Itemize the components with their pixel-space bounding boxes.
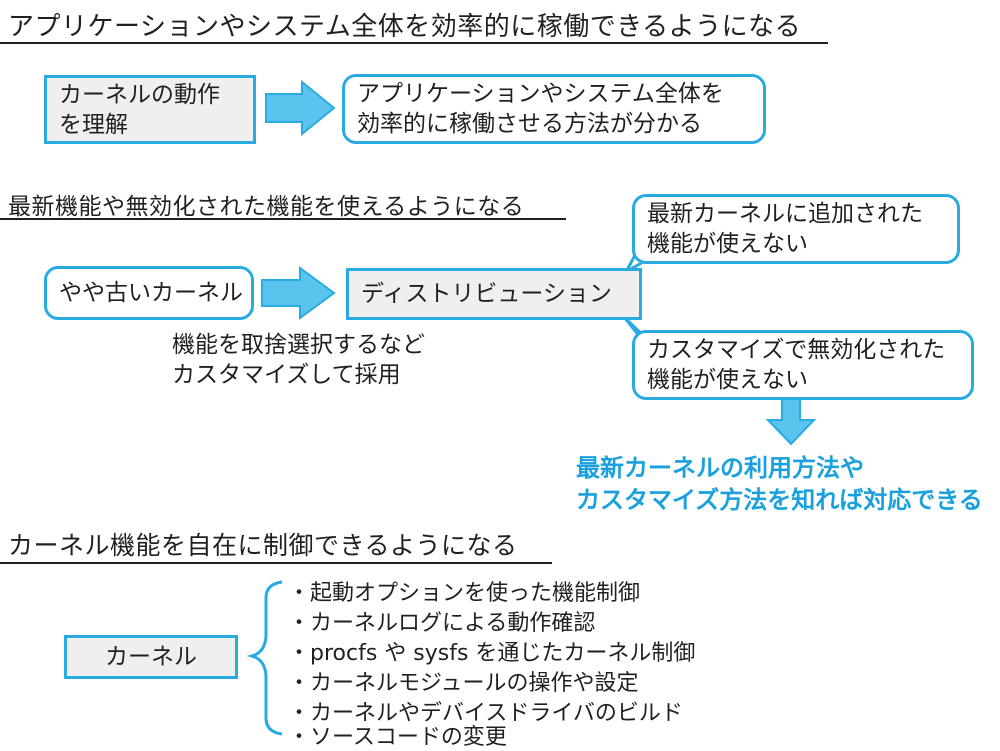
callout-disabled-features-line-2: 機能が使えない	[647, 367, 808, 393]
list-item: ・起動オプションを使った機能制御	[288, 581, 641, 606]
customization-note-line-1: 機能を取捨選択するなど	[172, 332, 425, 358]
efficiency-result-line-1: アプリケーションやシステム全体を	[357, 81, 724, 107]
section2-heading: 最新機能や無効化された機能を使えるようになる	[8, 194, 525, 220]
section1-underline	[0, 42, 828, 44]
list-item: ・ソースコードの変更	[288, 725, 507, 750]
customization-note-line-2: カスタマイズして採用	[172, 362, 401, 388]
list-item: ・procfs や sysfs を通じたカーネル制御	[288, 641, 696, 666]
customization-note: 機能を取捨選択するなど カスタマイズして採用	[172, 330, 425, 390]
list-item: ・カーネルモジュールの操作や設定	[288, 671, 639, 696]
kernel-understanding-box: カーネルの動作 を理解	[44, 75, 256, 144]
list-item: ・カーネルやデバイスドライバのビルド	[288, 701, 683, 726]
kernel-understanding-line-1: カーネルの動作	[59, 81, 220, 108]
efficiency-result-line-2: 効率的に稼働させる方法が分かる	[357, 111, 702, 137]
callout-new-features-line-2: 機能が使えない	[647, 231, 808, 257]
callout-disabled-features: カスタマイズで無効化された 機能が使えない	[632, 330, 974, 400]
callout-new-features-line-1: 最新カーネルに追加された	[647, 201, 923, 227]
kernel-box-label: カーネル	[105, 644, 197, 670]
conclusion-text: 最新カーネルの利用方法や カスタマイズ方法を知れば対応できる	[576, 452, 983, 516]
curly-brace	[246, 580, 283, 736]
section1-heading: アプリケーションやシステム全体を効率的に稼働できるようになる	[8, 12, 802, 42]
kernel-understanding-line-2: を理解	[59, 111, 128, 138]
old-kernel-box: やや古いカーネル	[44, 266, 254, 320]
right-arrow-1	[265, 79, 336, 137]
conclusion-line-1: 最新カーネルの利用方法や	[576, 454, 864, 482]
section3-underline	[0, 562, 552, 564]
section3-heading: カーネル機能を自在に制御できるようになる	[8, 531, 518, 560]
kernel-box: カーネル	[64, 635, 238, 679]
conclusion-line-2: カスタマイズ方法を知れば対応できる	[576, 486, 983, 514]
list-item: ・カーネルログによる動作確認	[288, 611, 596, 636]
callout-new-features: 最新カーネルに追加された 機能が使えない	[632, 194, 960, 264]
distribution-box: ディストリビューション	[346, 268, 642, 320]
efficiency-result-box: アプリケーションやシステム全体を 効率的に稼働させる方法が分かる	[342, 74, 766, 144]
old-kernel-label: やや古いカーネル	[59, 280, 243, 306]
section2-underline	[0, 218, 566, 220]
right-arrow-2	[261, 266, 336, 320]
distribution-label: ディストリビューション	[361, 281, 612, 307]
down-arrow	[765, 397, 817, 446]
callout-disabled-features-line-1: カスタマイズで無効化された	[647, 337, 946, 363]
